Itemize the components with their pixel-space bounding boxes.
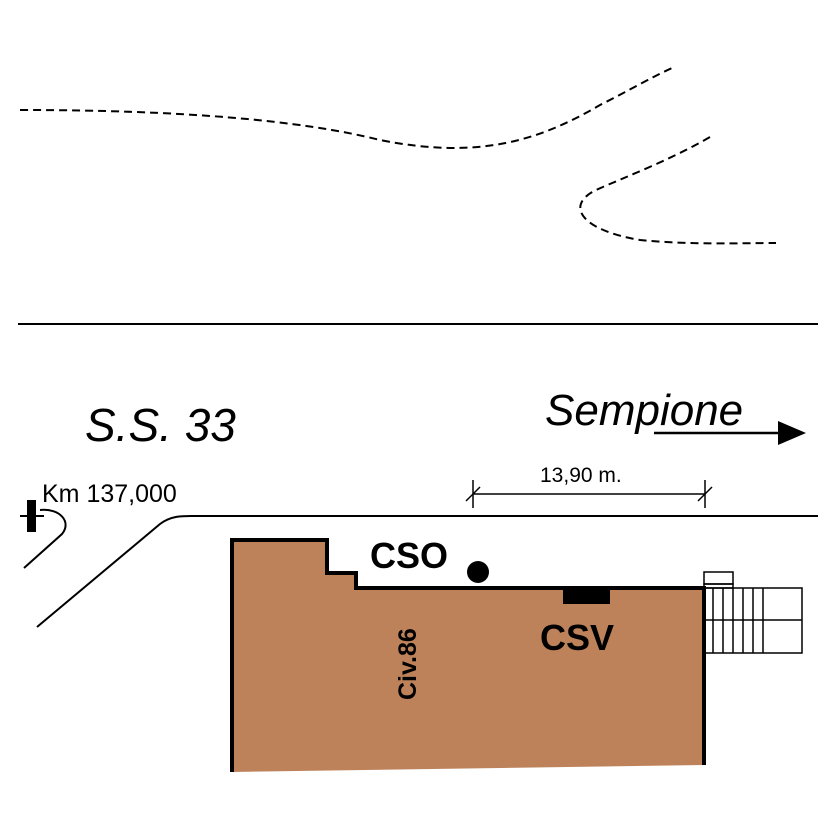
road-name: S.S. 33 [85, 399, 236, 451]
distance-dimension [465, 480, 713, 508]
cso-label: CSO [370, 535, 448, 576]
post-marker-icon [20, 500, 67, 569]
house-number: Civ.86 [394, 628, 422, 700]
road-line-main [36, 514, 818, 628]
dashed-boundary-upper [19, 67, 673, 149]
km-marker-label: Km 137,000 [42, 480, 177, 508]
csv-label: CSV [540, 617, 614, 658]
direction-label: Sempione [545, 386, 743, 435]
stairs-structure [703, 571, 803, 654]
filled-circle-icon [467, 561, 489, 583]
distance-label: 13,90 m. [540, 464, 622, 487]
arrow-right-icon [654, 421, 806, 445]
dashed-boundary-lower [579, 136, 777, 245]
csv-marker [563, 589, 610, 604]
building-outline [230, 538, 706, 772]
